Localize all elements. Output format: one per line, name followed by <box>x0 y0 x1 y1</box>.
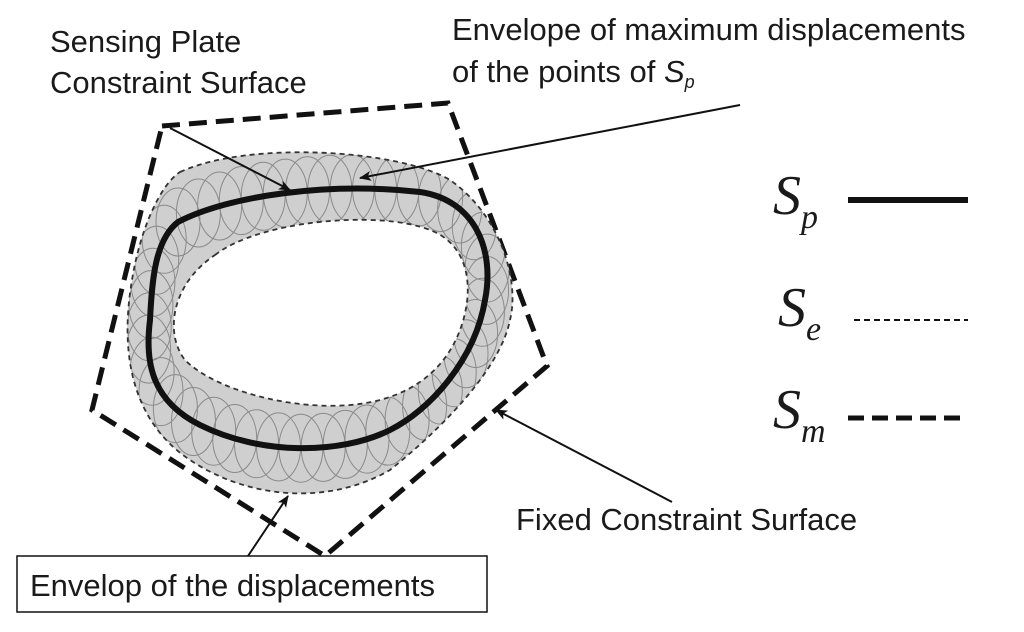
legend-sm-subscript: m <box>801 413 826 450</box>
sensing-plate-sp <box>145 185 491 452</box>
label-envelope-max-symbol: S <box>664 54 685 89</box>
envelop-label-box <box>16 555 488 613</box>
legend-se-letter: S <box>778 277 806 339</box>
displacement-circle <box>240 161 286 231</box>
label-envelop-displacements: Envelop of the displacements <box>30 568 435 603</box>
inner-envelope-se <box>172 218 469 407</box>
legend-sp-symbol: Sp <box>773 165 818 236</box>
label-sensing-plate-line1: Sensing Plate <box>50 24 241 59</box>
fixed-constraint-surface-sm <box>89 100 550 560</box>
label-fixed-constraint: Fixed Constraint Surface <box>516 502 857 537</box>
pointer-envelope-max <box>359 104 741 181</box>
label-envelope-max-line2: of the points of Sp <box>452 54 695 92</box>
legend: Sp Se Sm <box>773 165 968 450</box>
outer-envelope-se <box>126 151 514 495</box>
pointer-fixed-constraint <box>495 409 673 503</box>
label-sensing-plate-line2: Constraint Surface <box>50 65 307 100</box>
legend-sp-subscript: p <box>799 199 818 236</box>
displacement-circle <box>138 357 184 427</box>
legend-sm-symbol: Sm <box>773 379 826 450</box>
legend-se-subscript: e <box>806 311 821 348</box>
displacement-circle <box>322 409 368 479</box>
legend-sm-letter: S <box>773 379 801 441</box>
legend-se-symbol: Se <box>778 277 821 348</box>
displacement-band <box>127 152 513 494</box>
label-envelope-max-line2-text: of the points of <box>452 54 664 89</box>
displacement-circle <box>152 374 198 444</box>
label-envelope-max-line1: Envelope of maximum displacements <box>452 12 965 47</box>
label-envelope-max-subscript: p <box>684 72 695 92</box>
legend-sp-letter: S <box>773 165 801 227</box>
displacement-circle <box>141 204 187 274</box>
pointer-sensing-plate <box>169 127 291 191</box>
